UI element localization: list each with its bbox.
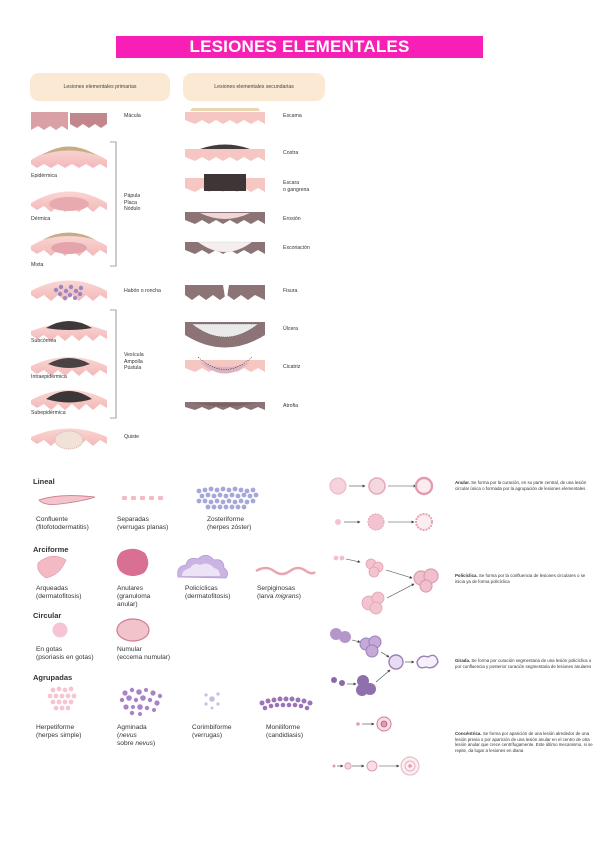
caption-policiclicas: Policíclicas(dermatofitosis) [185,585,231,600]
epidermica-illustration [31,146,107,168]
note-anular: Anular. Se forma por la curación, en su … [455,480,587,491]
label-quiste: Quiste [124,434,139,440]
caption-moniliforme: Moniliforme(candidiasis) [266,724,304,739]
subcornea-illustration [31,321,107,341]
erosion-illustration [185,212,265,224]
escara-illustration [185,174,265,192]
confluente-figure [38,495,96,505]
label-excoriacion: Excoriación [283,245,310,251]
label-epidermica: Epidérmica [31,173,57,179]
excoriacion-illustration [185,241,265,254]
escama-illustration [185,108,265,124]
label-fisura: Fisura [283,288,298,294]
zosteriforme-figure [196,486,259,510]
macula-illustration [31,112,107,130]
caption-numular: Numular(eccema numular) [117,646,171,661]
caption-confluente: Confluente(fitofotodermatitis) [36,516,89,531]
corimbiforme-figure [204,692,220,710]
quiste-illustration [31,428,107,450]
dermica-illustration [31,191,107,212]
subepidermica-illustration [31,390,107,410]
label-subepidermica: Subepidérmica [31,410,66,416]
label-mixta: Mixta [31,262,44,268]
intraepidermica-illustration [31,357,107,376]
girada-row [330,628,439,696]
costra-illustration [185,144,265,161]
ulcera-illustration [185,322,265,348]
section-circular: Circular [33,611,62,620]
note-concentrica: Concéntrica. Se forma por aparición de u… [455,731,593,753]
secondary-header: Lesiones elementales secundarias [183,73,325,101]
caption-zosteriforme: Zosteriforme(herpes zóster) [207,516,252,531]
separadas-figure [122,496,163,500]
caption-serpiginosas: Serpiginosas(larva migrans) [257,585,301,600]
primary-header: Lesiones elementales primarias [30,73,170,101]
label-habon: Habón o roncha [124,288,161,294]
mixta-illustration [31,232,107,256]
label-atrofia: Atrofia [283,403,298,409]
label-erosion: Erosión [283,216,301,222]
arqueadas-figure [37,555,67,579]
section-agrupadas: Agrupadas [33,673,73,682]
fisura-illustration [185,285,265,304]
caption-arqueadas: Arqueadas(dermatofitosis) [36,585,82,600]
anular-row [329,476,434,531]
atrofia-illustration [185,402,265,410]
label-macula: Mácula [124,113,141,119]
serpiginosas-figure [255,566,316,576]
habon-illustration [31,280,107,301]
numular-figure [116,618,150,642]
caption-corimbiforme: Corimbiforme(verrugas) [192,724,232,739]
label-costra: Costra [283,150,299,156]
herpetiforme-figure [47,686,77,711]
label-dermica: Dérmica [31,216,51,222]
note-girada: Girada. Se forma por curación segmentari… [455,658,592,669]
section-lineal: Lineal [33,477,55,486]
policiclicas-figure [177,554,228,579]
caption-herpetiforme: Herpetiforme(herpes simple) [36,724,82,739]
cicatriz-illustration [185,356,265,374]
policiclica-row [333,555,439,615]
moniliforme-figure [259,696,313,711]
section-arciforme: Arciforme [33,545,69,554]
label-intraepidermica: Intraepidérmica [31,374,67,380]
caption-separadas: Separadas(verrugas planas) [117,516,169,531]
note-policiclica: Policíclica. Se forma por la confluencia… [455,573,586,584]
caption-gotas: En gotas(psoriasis en gotas) [36,646,94,661]
label-escama: Escama [283,113,302,119]
concentrica-row [332,716,420,776]
label-subcornea: Subcórnea [31,338,57,344]
gotas-figure [52,622,68,638]
anulares-figure [116,548,149,577]
label-cicatriz: Cicatriz [283,364,301,370]
agminada-figure [119,687,163,716]
label-ulcera: Úlcera [283,326,298,332]
